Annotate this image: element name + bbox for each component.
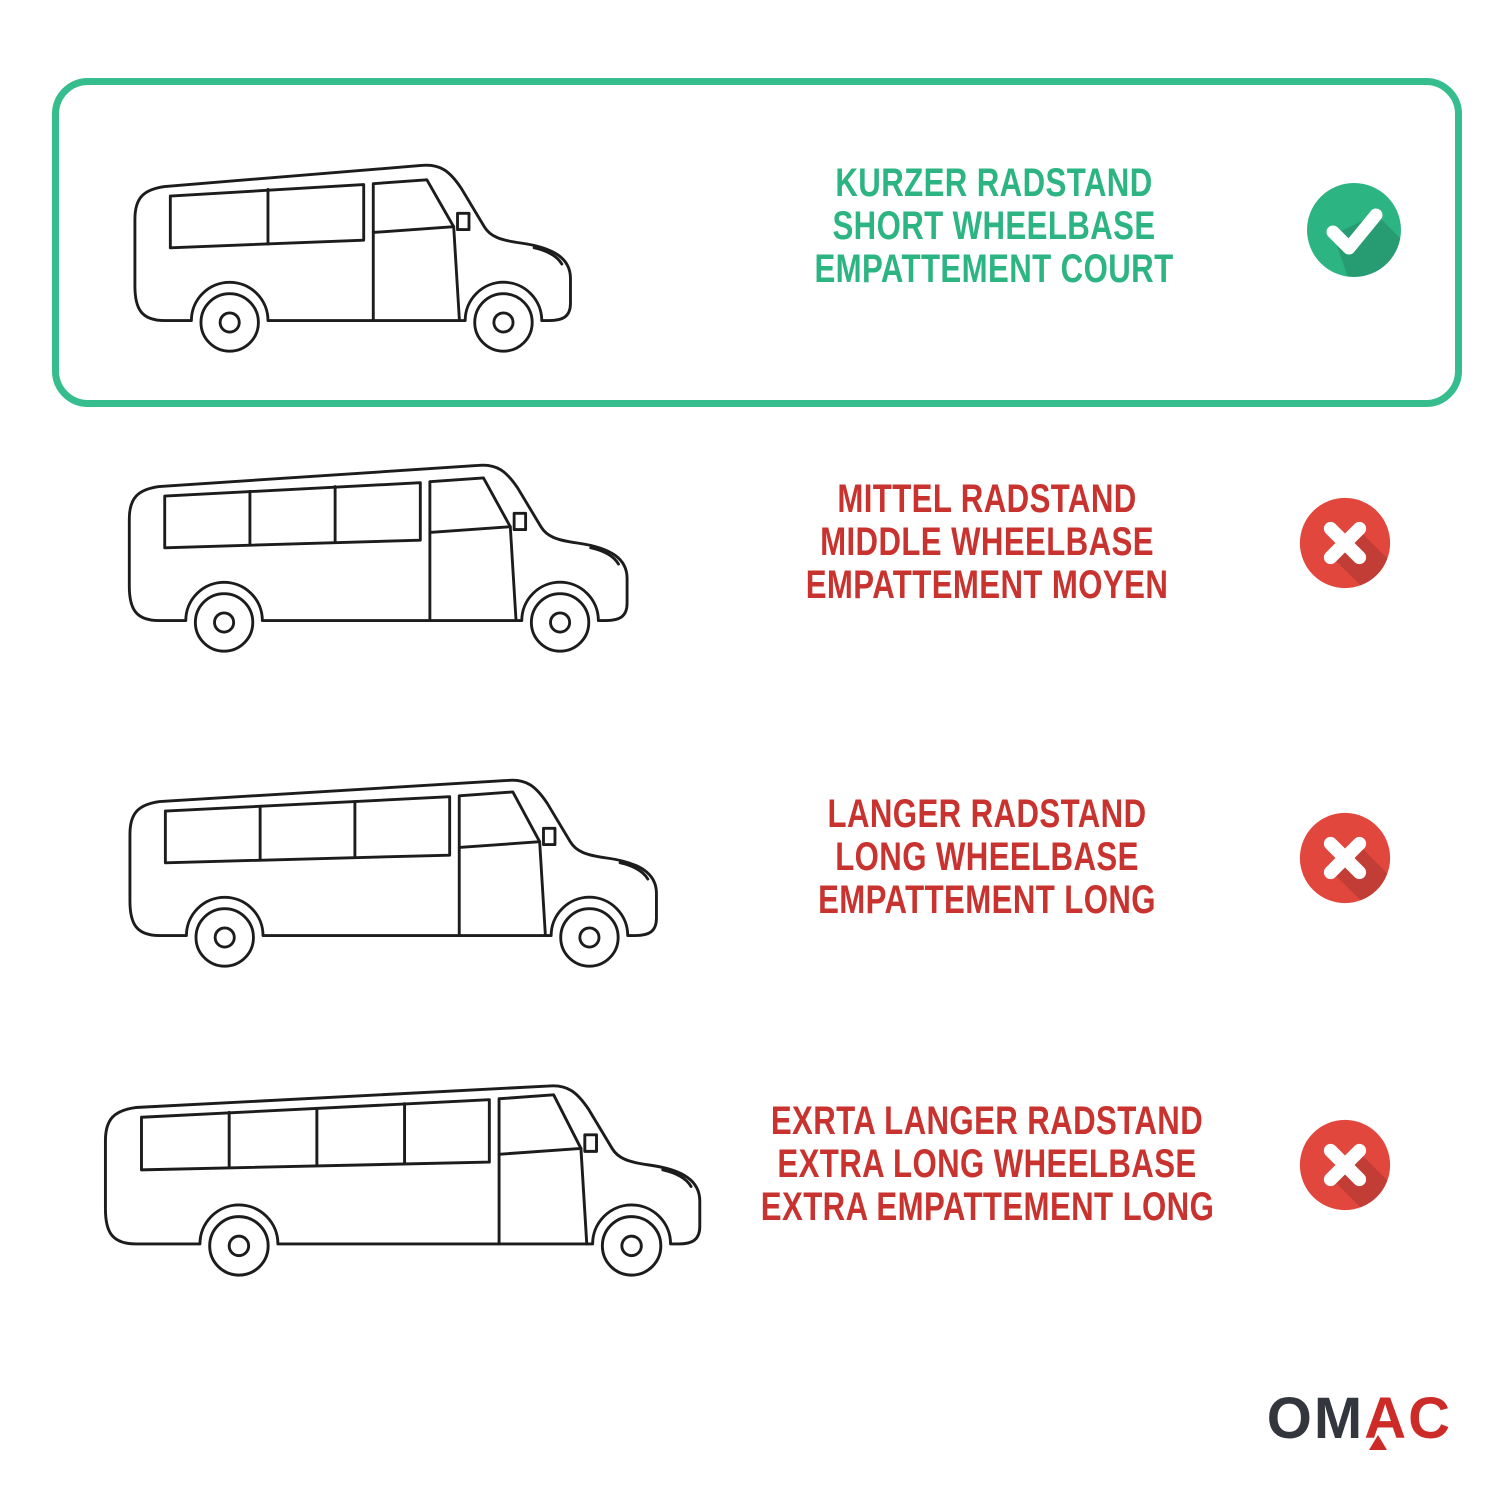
- van-illustration-short-wheelbase: [133, 163, 572, 353]
- label-line: EMPATTEMENT COURT: [814, 247, 1174, 292]
- label-line: SHORT WHEELBASE: [832, 204, 1156, 249]
- variant-label-long-wheelbase: LANGER RADSTAND LONG WHEELBASE EMPATTEME…: [761, 791, 1213, 923]
- label-line: EMPATTEMENT MOYEN: [805, 563, 1169, 608]
- cross-icon: [1299, 1119, 1391, 1211]
- cross-icon: [1299, 812, 1391, 903]
- label-line: EMPATTEMENT LONG: [818, 878, 1156, 923]
- cross-icon: [1299, 497, 1391, 588]
- label-line: EXTRA EMPATTEMENT LONG: [760, 1185, 1215, 1230]
- label-line: MIDDLE WHEELBASE: [820, 519, 1154, 564]
- variant-label-middle-wheelbase: MITTEL RADSTAND MIDDLE WHEELBASE EMPATTE…: [761, 476, 1213, 608]
- label-line: EXRTA LANGER RADSTAND: [770, 1099, 1204, 1144]
- label-line: MITTEL RADSTAND: [837, 476, 1137, 521]
- van-illustration-middle-wheelbase: [127, 463, 629, 653]
- van-illustration-extra-long-wheelbase: [103, 1084, 702, 1277]
- omac-logo: OMAC: [1267, 1390, 1452, 1450]
- variant-label-short-wheelbase: KURZER RADSTAND SHORT WHEELBASE EMPATTEM…: [768, 160, 1220, 292]
- van-illustration-long-wheelbase: [128, 778, 658, 968]
- variant-row-middle-wheelbase: MITTEL RADSTAND MIDDLE WHEELBASE EMPATTE…: [52, 385, 1448, 700]
- label-line: KURZER RADSTAND: [835, 160, 1153, 205]
- variant-row-short-wheelbase: KURZER RADSTAND SHORT WHEELBASE EMPATTEM…: [52, 78, 1462, 407]
- check-icon: [1307, 182, 1401, 277]
- label-line: LANGER RADSTAND: [827, 791, 1147, 836]
- variant-label-extra-long-wheelbase: EXRTA LANGER RADSTAND EXTRA LONG WHEELBA…: [760, 1099, 1215, 1230]
- label-line: EXTRA LONG WHEELBASE: [777, 1142, 1197, 1187]
- omac-logo-dark-letters: OM: [1266, 1386, 1365, 1451]
- variant-row-extra-long-wheelbase: EXRTA LANGER RADSTAND EXTRA LONG WHEELBA…: [52, 1000, 1448, 1330]
- label-line: LONG WHEELBASE: [835, 834, 1139, 879]
- variant-row-long-wheelbase: LANGER RADSTAND LONG WHEELBASE EMPATTEME…: [52, 700, 1448, 1015]
- omac-logo-accent: [1368, 1435, 1387, 1450]
